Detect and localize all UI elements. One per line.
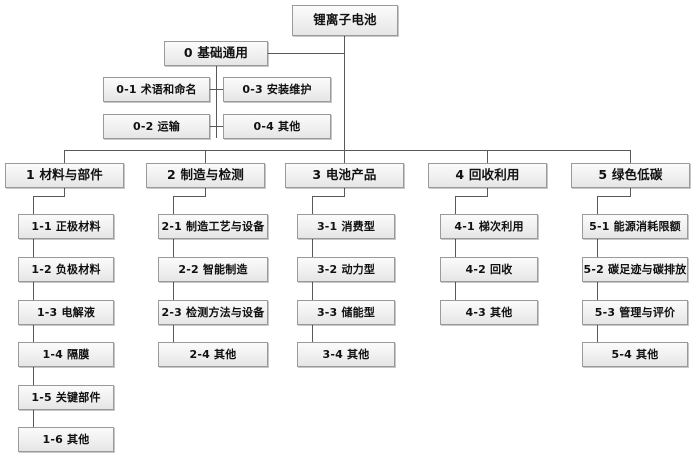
node-2-3-label: 2-3 检测方法与设备	[161, 306, 265, 319]
node-1-6[interactable]: 1-6 其他	[18, 427, 114, 452]
node-5-3-label: 5-3 管理与评价	[594, 306, 676, 319]
connector-group0-item1	[210, 89, 217, 90]
connector-group0-item4	[216, 126, 223, 127]
connector-drop-branch-2	[205, 150, 206, 163]
connector-drop-branch-5	[630, 150, 631, 163]
node-3-3[interactable]: 3-3 储能型	[297, 300, 395, 325]
connector-branch1-elbowv	[64, 188, 65, 197]
connector-branch3-elbowv	[344, 188, 345, 197]
node-3-4-label: 3-4 其他	[322, 348, 370, 361]
node-branch-2[interactable]: 2 制造与检测	[146, 163, 265, 188]
node-4-3[interactable]: 4-3 其他	[440, 300, 538, 325]
node-1-2-label: 1-2 负极材料	[31, 263, 101, 276]
node-4-3-label: 4-3 其他	[465, 306, 513, 319]
connector-root-trunk	[344, 36, 345, 150]
node-1-4[interactable]: 1-4 隔膜	[18, 342, 114, 367]
connector-drop-branch-3	[344, 150, 345, 163]
node-1-1[interactable]: 1-1 正极材料	[18, 214, 114, 239]
node-4-2[interactable]: 4-2 回收	[440, 257, 538, 282]
node-branch-5[interactable]: 5 绿色低碳	[571, 163, 690, 188]
connector-branch5-elbowv	[630, 188, 631, 197]
connector-group0-item2	[210, 126, 217, 127]
node-1-2[interactable]: 1-2 负极材料	[18, 257, 114, 282]
node-group-0[interactable]: 0 基础通用	[164, 41, 268, 66]
node-3-4[interactable]: 3-4 其他	[297, 342, 395, 367]
node-3-1[interactable]: 3-1 消费型	[297, 214, 395, 239]
node-4-2-label: 4-2 回收	[465, 263, 513, 276]
node-2-2[interactable]: 2-2 智能制造	[158, 257, 268, 282]
node-5-2[interactable]: 5-2 碳足迹与碳排放	[582, 257, 688, 282]
node-0-3-label: 0-3 安装维护	[242, 83, 312, 96]
node-group-0-label: 0 基础通用	[183, 45, 249, 61]
node-5-1-label: 5-1 能源消耗限额	[589, 220, 681, 233]
node-3-2[interactable]: 3-2 动力型	[297, 257, 395, 282]
node-5-4[interactable]: 5-4 其他	[582, 342, 688, 367]
node-2-4[interactable]: 2-4 其他	[158, 342, 268, 367]
connector-branch5-elbow	[597, 196, 631, 197]
node-branch-3[interactable]: 3 电池产品	[285, 163, 404, 188]
connector-branch2-elbow	[173, 196, 206, 197]
node-0-2-label: 0-2 运输	[133, 120, 180, 133]
node-0-4-label: 0-4 其他	[253, 120, 301, 133]
node-branch-2-label: 2 制造与检测	[167, 167, 244, 183]
node-branch-5-label: 5 绿色低碳	[598, 167, 663, 183]
node-5-3[interactable]: 5-3 管理与评价	[582, 300, 688, 325]
node-1-3[interactable]: 1-3 电解液	[18, 300, 114, 325]
node-2-1[interactable]: 2-1 制造工艺与设备	[158, 214, 268, 239]
connector-branch4-spine	[455, 196, 456, 314]
node-5-2-label: 5-2 碳足迹与碳排放	[583, 263, 687, 276]
node-0-1[interactable]: 0-1 术语和命名	[103, 77, 210, 102]
node-root[interactable]: 锂离子电池	[292, 5, 398, 36]
node-2-3[interactable]: 2-3 检测方法与设备	[158, 300, 268, 325]
node-branch-3-label: 3 电池产品	[312, 167, 377, 183]
connector-branch3-elbow	[312, 196, 345, 197]
node-1-6-label: 1-6 其他	[42, 433, 90, 446]
node-2-1-label: 2-1 制造工艺与设备	[161, 220, 265, 233]
node-4-1[interactable]: 4-1 梯次利用	[440, 214, 538, 239]
node-0-3[interactable]: 0-3 安装维护	[223, 77, 331, 102]
node-1-4-label: 1-4 隔膜	[42, 348, 90, 361]
connector-branch2-elbowv	[205, 188, 206, 197]
node-1-1-label: 1-1 正极材料	[31, 220, 101, 233]
connector-branch1-elbow	[33, 196, 65, 197]
connector-level1-bus	[64, 150, 631, 151]
node-3-3-label: 3-3 储能型	[316, 306, 376, 319]
node-root-label: 锂离子电池	[313, 12, 377, 28]
connector-group0-trunk	[268, 53, 345, 54]
node-5-4-label: 5-4 其他	[611, 348, 659, 361]
connector-group0-item3	[216, 89, 223, 90]
node-1-3-label: 1-3 电解液	[36, 306, 96, 319]
connector-drop-branch-1	[64, 150, 65, 163]
node-3-2-label: 3-2 动力型	[316, 263, 376, 276]
connector-group0-spine	[216, 66, 217, 138]
node-branch-1-label: 1 材料与部件	[26, 167, 103, 183]
connector-drop-branch-4	[487, 150, 488, 163]
node-branch-1[interactable]: 1 材料与部件	[5, 163, 124, 188]
node-1-5[interactable]: 1-5 关键部件	[18, 385, 114, 410]
node-5-1[interactable]: 5-1 能源消耗限额	[582, 214, 688, 239]
node-2-2-label: 2-2 智能制造	[178, 263, 248, 276]
node-0-2[interactable]: 0-2 运输	[103, 114, 210, 139]
node-0-1-label: 0-1 术语和命名	[116, 83, 197, 96]
node-2-4-label: 2-4 其他	[189, 348, 237, 361]
connector-branch4-elbowv	[487, 188, 488, 197]
node-branch-4-label: 4 回收利用	[455, 167, 520, 183]
connector-branch4-elbow	[455, 196, 488, 197]
node-4-1-label: 4-1 梯次利用	[454, 220, 524, 233]
node-3-1-label: 3-1 消费型	[316, 220, 376, 233]
node-1-5-label: 1-5 关键部件	[31, 391, 101, 404]
node-branch-4[interactable]: 4 回收利用	[428, 163, 547, 188]
node-0-4[interactable]: 0-4 其他	[223, 114, 331, 139]
